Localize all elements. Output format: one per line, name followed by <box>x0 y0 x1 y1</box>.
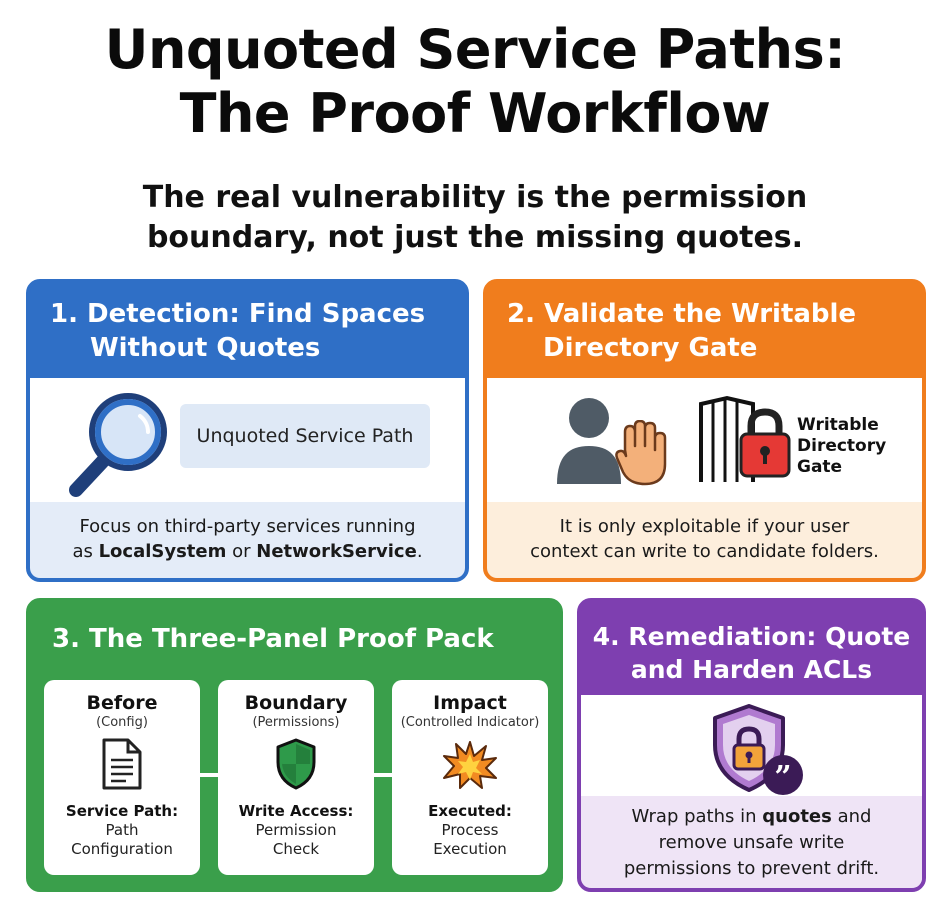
before-label-bold: Service Path: <box>65 802 179 820</box>
boundary-subtitle: (Permissions) <box>252 715 340 730</box>
validate-card: 2. Validate the Writable Directory Gate … <box>483 279 926 582</box>
remediation-footer-line-2: remove unsafe write <box>658 832 845 853</box>
validate-footer: It is only exploitable if your user cont… <box>487 502 922 578</box>
proof-pack-heading: 3. The Three-Panel Proof Pack <box>52 624 494 654</box>
networkservice-text: NetworkService <box>256 541 417 562</box>
boundary-label-line-2: Permission <box>255 821 337 839</box>
unquoted-service-path-pill: Unquoted Service Path <box>180 404 430 468</box>
remediation-heading-line-1: 4. Remediation: Quote <box>592 622 911 651</box>
writable-directory-gate-label: Writable Directory Gate <box>797 415 886 478</box>
impact-subtitle: (Controlled Indicator) <box>400 715 540 730</box>
user-icon <box>557 398 621 484</box>
remediation-footer-line-1: Wrap paths in quotes and <box>581 804 922 830</box>
boundary-label: Write Access: Permission Check <box>218 802 374 859</box>
remediation-card: 4. Remediation: Quote and Harden ACLs ” … <box>577 598 926 892</box>
detection-footer-line-1: Focus on third-party services running <box>79 516 416 537</box>
impact-title: Impact <box>433 692 507 714</box>
before-panel: Before (Config) Service Path: Path Confi… <box>44 680 200 875</box>
detection-card: 1. Detection: Find Spaces Without Quotes… <box>26 279 469 582</box>
footer-or-text: or <box>226 541 257 562</box>
title-line-1: Unquoted Service Paths: <box>104 18 846 81</box>
impact-panel: Impact (Controlled Indicator) Executed: … <box>392 680 548 875</box>
gate-label-line-1: Writable <box>797 415 879 435</box>
validate-footer-line-2: context can write to candidate folders. <box>530 541 879 562</box>
magnifying-glass-icon <box>69 393 167 497</box>
shield-icon <box>276 738 316 790</box>
boundary-title: Boundary <box>244 692 348 714</box>
gate-label-line-3: Gate <box>797 457 843 477</box>
explosion-icon <box>443 741 497 789</box>
detection-footer: Focus on third-party services running as… <box>30 502 465 578</box>
subtitle-line-1: The real vulnerability is the permission <box>142 180 808 215</box>
remediation-heading-line-2: and Harden ACLs <box>630 655 873 684</box>
footer-as-text: as <box>72 541 99 562</box>
before-subtitle: (Config) <box>96 715 148 730</box>
before-label-line-2: Path <box>105 821 139 839</box>
footer-post-text: and <box>831 806 872 827</box>
stop-hand-icon <box>615 420 667 486</box>
before-label: Service Path: Path Configuration <box>44 802 200 859</box>
validate-heading-line-1: 2. Validate the Writable <box>507 299 857 329</box>
footer-pre-text: Wrap paths in <box>631 806 763 827</box>
proof-pack-card: 3. The Three-Panel Proof Pack Before (Co… <box>26 598 563 892</box>
page-title: Unquoted Service Paths: The Proof Workfl… <box>0 18 950 146</box>
localsystem-text: LocalSystem <box>98 541 227 562</box>
remediation-heading: 4. Remediation: Quote and Harden ACLs <box>581 602 922 686</box>
validate-heading-line-2: Directory Gate <box>543 333 758 363</box>
validate-footer-line-1: It is only exploitable if your user <box>559 516 850 537</box>
validate-heading: 2. Validate the Writable Directory Gate <box>487 283 922 365</box>
impact-label-bold: Executed: <box>428 802 512 820</box>
svg-text:”: ” <box>774 760 791 795</box>
before-label-line-3: Configuration <box>71 840 173 858</box>
quotes-text: quotes <box>762 806 832 827</box>
document-icon <box>102 738 142 790</box>
validate-body: Writable Directory Gate <box>487 378 922 506</box>
panel-connector <box>374 773 392 777</box>
detection-body: Unquoted Service Path <box>30 378 465 506</box>
quote-icon: ” <box>763 755 803 795</box>
detection-footer-line-2: as LocalSystem or NetworkService. <box>30 539 465 564</box>
impact-label-line-3: Execution <box>433 840 507 858</box>
footer-end-text: . <box>416 541 423 562</box>
remediation-footer-line-3: permissions to prevent drift. <box>623 858 880 879</box>
title-line-2: The Proof Workflow <box>179 82 771 145</box>
impact-label: Executed: Process Execution <box>392 802 548 859</box>
boundary-panel: Boundary (Permissions) Write Access: Per… <box>218 680 374 875</box>
panel-connector <box>200 773 218 777</box>
boundary-label-line-3: Check <box>272 840 320 858</box>
detection-heading-line-2: Without Quotes <box>90 333 321 363</box>
subtitle-line-2: boundary, not just the missing quotes. <box>146 220 804 255</box>
detection-heading: 1. Detection: Find Spaces Without Quotes <box>30 283 465 365</box>
gate-label-line-2: Directory <box>797 436 887 456</box>
detection-heading-line-1: 1. Detection: Find Spaces <box>50 299 426 329</box>
impact-label-line-2: Process <box>441 821 499 839</box>
boundary-label-bold: Write Access: <box>238 802 354 820</box>
remediation-footer: Wrap paths in quotes and remove unsafe w… <box>581 796 922 888</box>
padlock-icon <box>739 408 791 478</box>
page-subtitle: The real vulnerability is the permission… <box>0 178 950 258</box>
before-title: Before <box>86 692 158 714</box>
